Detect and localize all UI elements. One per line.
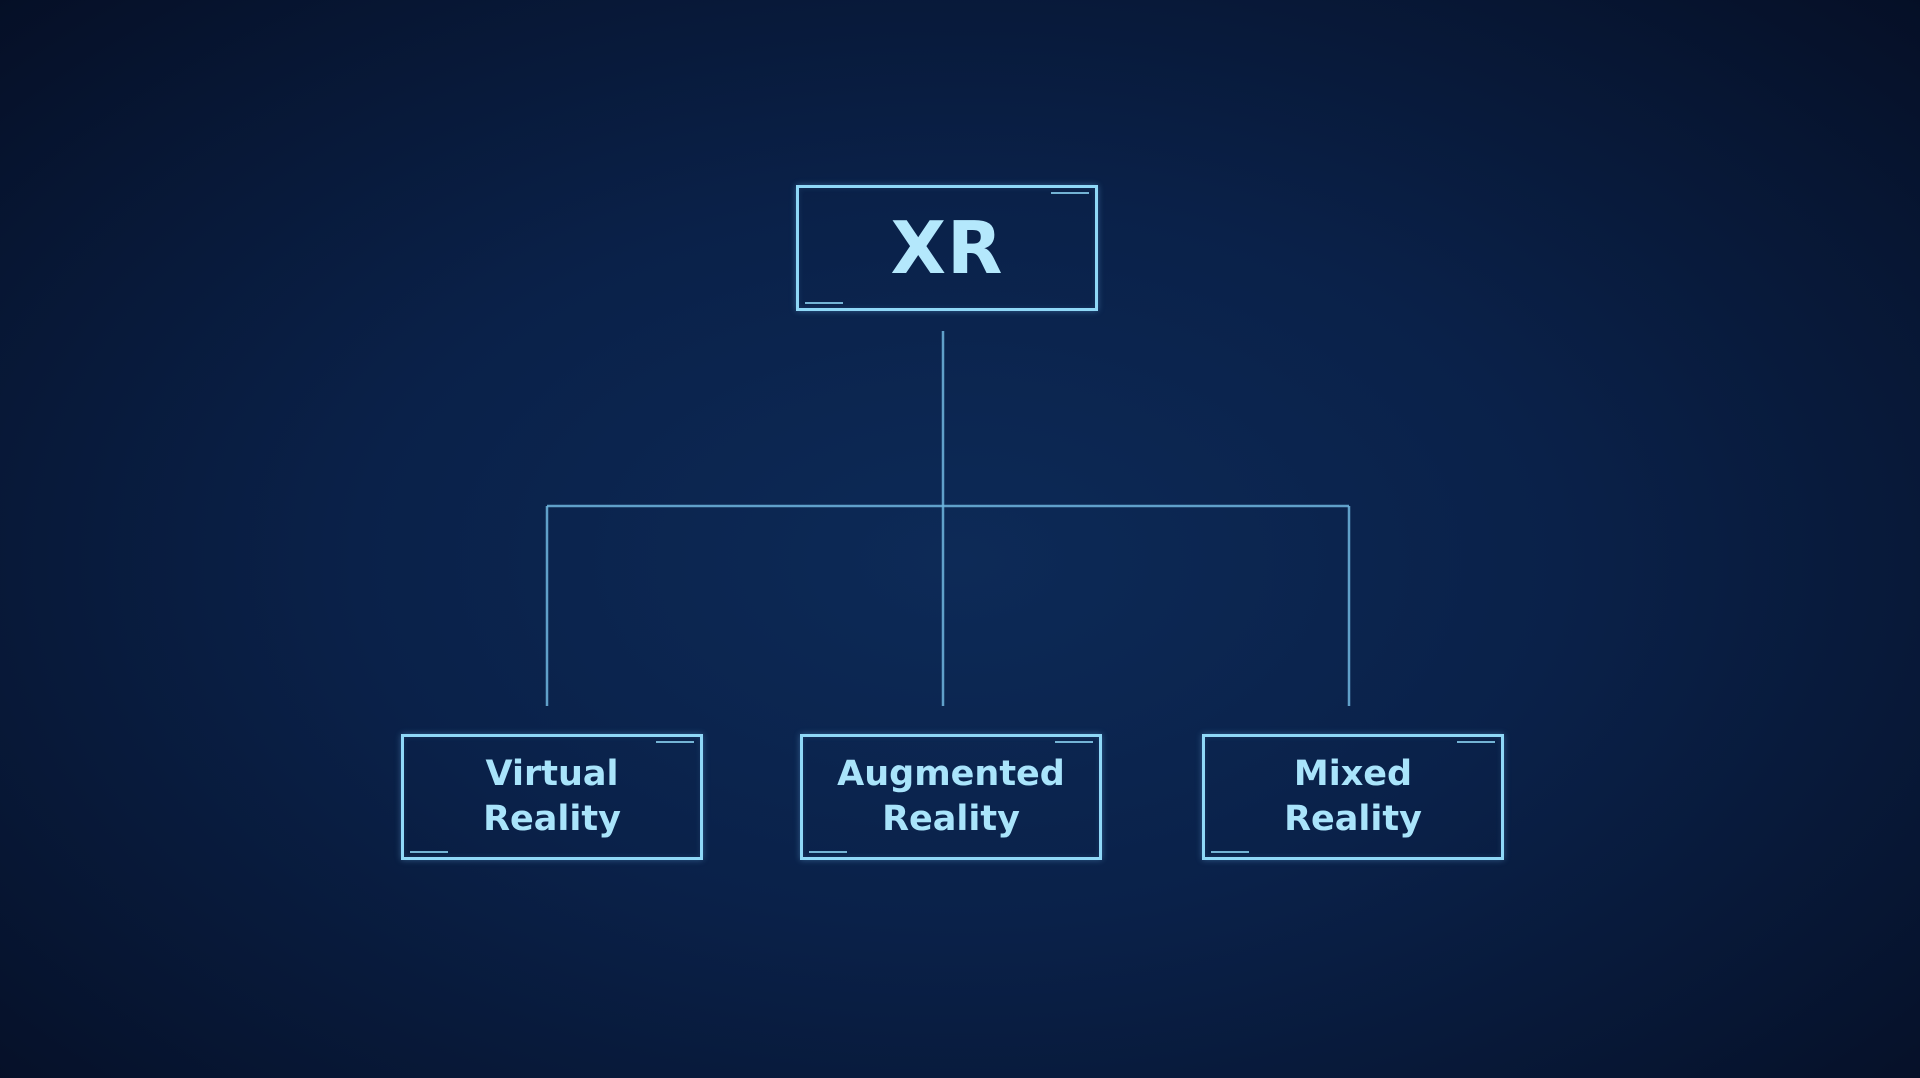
xr-root-label: XR [890,206,1004,290]
box-corner-accent [1051,192,1089,194]
box-corner-accent [1457,741,1495,743]
box-corner-accent [809,851,847,853]
box-corner-accent [1211,851,1249,853]
xr-root-box: XR [796,185,1098,311]
box-corner-accent [410,851,448,853]
box-corner-accent [656,741,694,743]
box-corner-accent [1055,741,1093,743]
box-corner-accent [805,302,843,304]
